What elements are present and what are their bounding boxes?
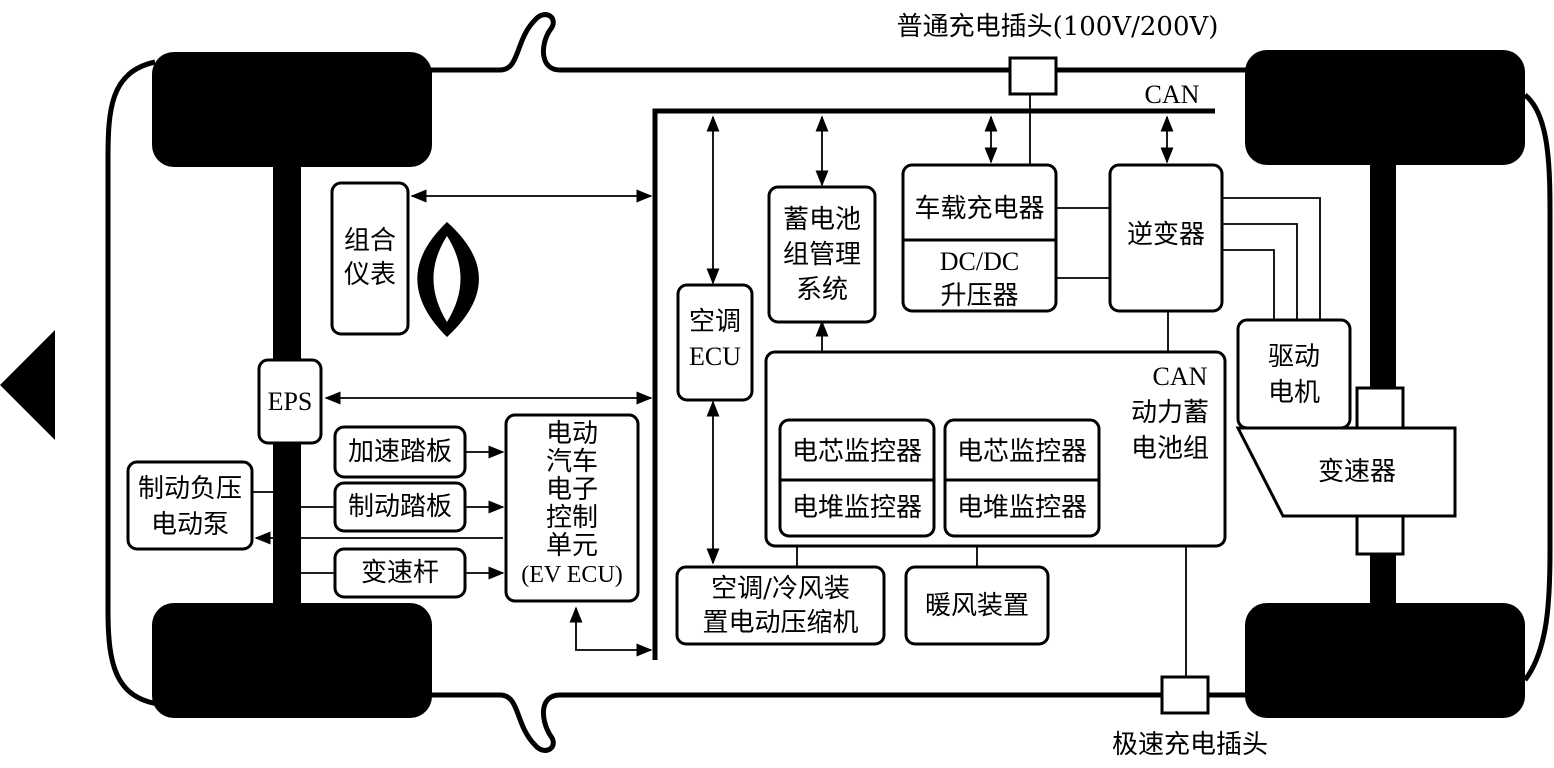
- shift-lever-label: 变速杆: [360, 558, 439, 588]
- bms-label-2: 组管理: [782, 240, 861, 270]
- brake-pedal-box: [333, 481, 467, 533]
- ac-compressor-box: [675, 565, 886, 646]
- stack-monitor-1-label: 电堆监控器: [791, 493, 922, 523]
- cell-monitor-1-box: [778, 418, 936, 538]
- cell-monitor-1-label: 电芯监控器: [791, 437, 922, 467]
- shaft-lower: [1355, 514, 1405, 556]
- ac-ecu-label-2: ECU: [689, 342, 741, 371]
- accel-pedal-label: 加速踏板: [347, 437, 452, 467]
- bms-label-3: 系统: [795, 275, 848, 305]
- eps-label: EPS: [267, 387, 313, 416]
- onboard-charger-box: [901, 163, 1058, 313]
- drive-motor-label-2: 电机: [1267, 378, 1320, 408]
- ac-compressor-label-1: 空调/冷风装: [711, 574, 850, 604]
- combination-meter-box: [330, 181, 410, 336]
- fast-charge-plug: [1160, 675, 1210, 715]
- ev-ecu-label-5: 单元: [545, 531, 598, 561]
- dcdc-label-1: DC/DC: [939, 247, 1020, 276]
- main-can-bus: [652, 108, 1215, 660]
- vacuum-pump-label-2: 电动泵: [150, 510, 229, 540]
- normal-charge-plug: [1008, 56, 1058, 96]
- shaft-upper: [1355, 386, 1405, 430]
- rear-right-wheel: [1245, 603, 1525, 718]
- ac-ecu-box: [676, 283, 754, 402]
- signal-arrows: [254, 115, 1174, 657]
- front-right-wheel: [152, 603, 432, 718]
- front-left-wheel: [152, 52, 432, 167]
- battery-pack-label-2: 电池组: [1130, 434, 1209, 464]
- front-direction-arrow: [0, 330, 55, 440]
- ev-ecu-label-3: 电子: [545, 475, 598, 505]
- wiring: [252, 94, 1321, 676]
- ev-ecu-label-1: 电动: [545, 419, 598, 449]
- eps-box: [257, 358, 323, 445]
- brake-pedal-label: 制动踏板: [347, 492, 452, 522]
- fast-charge-plug-label: 极速充电插头: [1111, 730, 1268, 760]
- accel-pedal-box: [333, 425, 467, 479]
- vacuum-pump-label-1: 制动负压: [137, 474, 242, 504]
- normal-charge-plug-label: 普通充电插头(100V/200V): [896, 12, 1219, 42]
- inverter-label: 逆变器: [1126, 220, 1205, 250]
- bms-label-1: 蓄电池: [782, 205, 861, 235]
- shift-lever-box: [333, 547, 467, 599]
- cell-monitor-2-box: [943, 418, 1101, 538]
- ev-ecu-label-4: 控制: [545, 503, 598, 533]
- steering-wheel-icon: [417, 222, 479, 337]
- ev-ecu-box: [504, 413, 640, 603]
- car-body-outline: [105, 12, 1553, 753]
- rear-left-wheel: [1245, 50, 1525, 165]
- combination-meter-label-1: 组合: [343, 226, 396, 256]
- stack-monitor-2-label: 电堆监控器: [956, 493, 1087, 523]
- cell-monitor-2-label: 电芯监控器: [956, 437, 1087, 467]
- combination-meter-label-2: 仪表: [343, 260, 396, 290]
- ac-ecu-label-1: 空调: [688, 307, 741, 337]
- ac-compressor-label-2: 置电动压缩机: [702, 608, 859, 638]
- transmission-label: 变速器: [1317, 457, 1396, 487]
- heater-box: [904, 565, 1050, 646]
- onboard-charger-label: 车载充电器: [914, 194, 1045, 224]
- inverter-box: [1108, 163, 1224, 313]
- ev-ecu-label-2: 汽车: [545, 447, 598, 477]
- dcdc-label-2: 升压器: [940, 281, 1019, 311]
- drive-motor-label-1: 驱动: [1267, 342, 1320, 372]
- transmission-box: [1235, 426, 1457, 518]
- battery-pack-label-1: 动力蓄: [1130, 398, 1209, 428]
- drive-motor-box: [1236, 318, 1352, 430]
- pack-can-label: CAN: [1152, 362, 1208, 391]
- bms-box: [767, 185, 877, 324]
- vacuum-pump-box: [126, 460, 254, 551]
- main-can-label: CAN: [1144, 80, 1200, 109]
- heater-label: 暖风装置: [924, 591, 1029, 621]
- ev-ecu-label-6: (EV ECU): [521, 562, 623, 588]
